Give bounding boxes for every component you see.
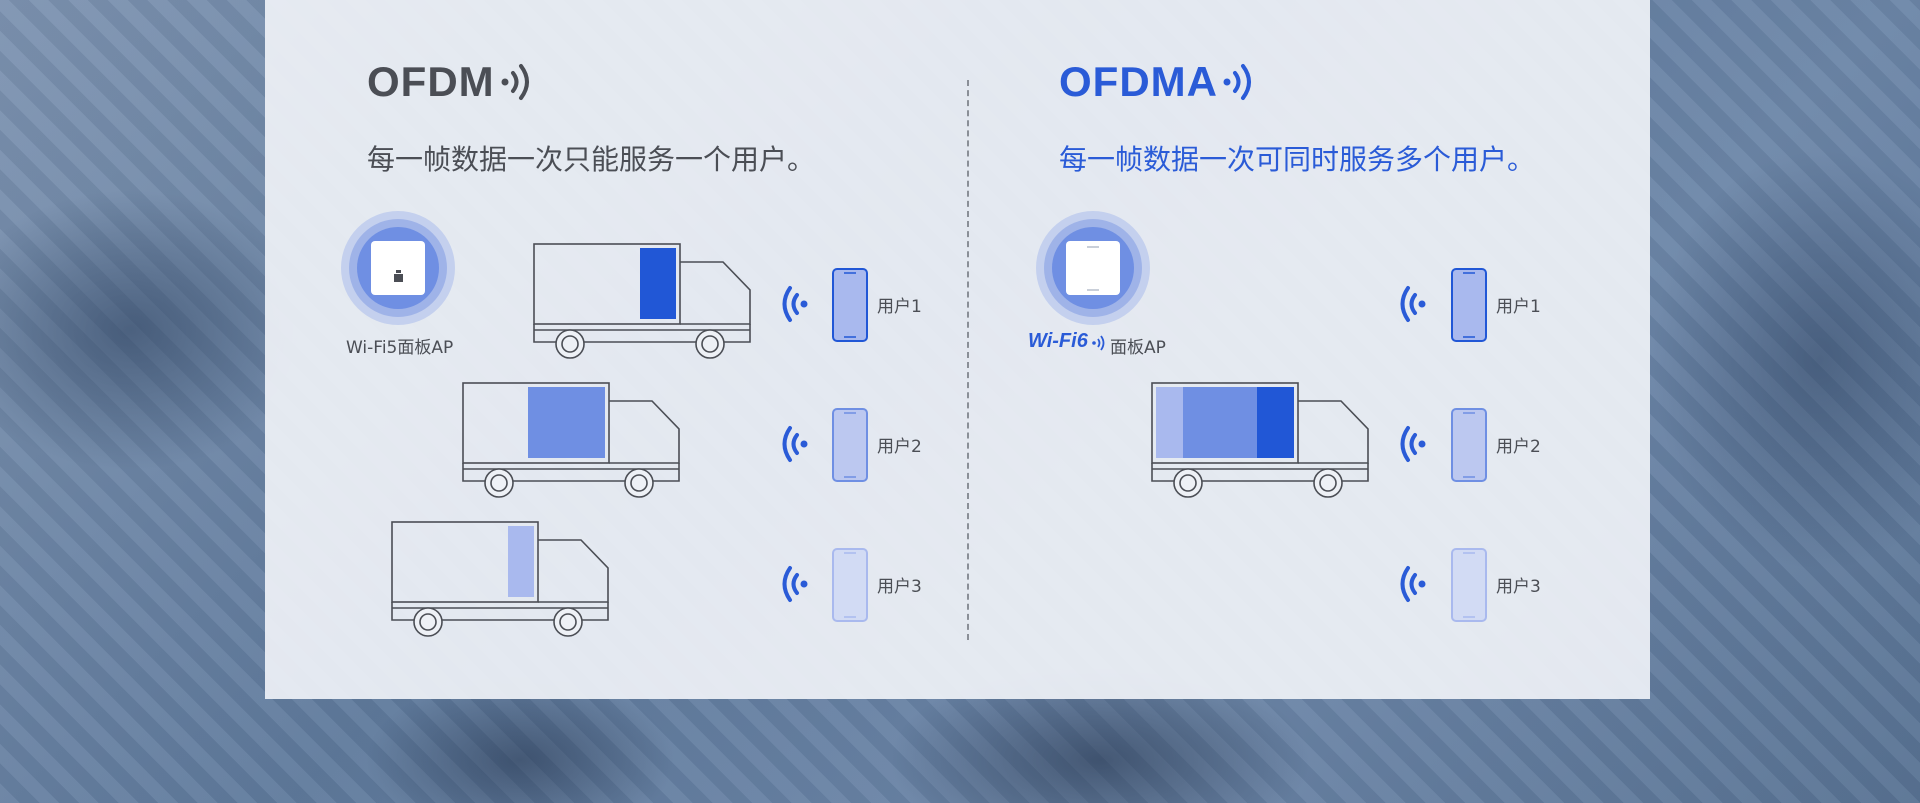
signal-icon-user1 xyxy=(1398,284,1428,324)
phone-icon-user2 xyxy=(1451,408,1487,482)
center-divider xyxy=(967,80,969,640)
signal-icon-user3 xyxy=(780,564,810,604)
wifi6-ap-label: 面板AP xyxy=(1110,333,1166,358)
wifi6-brand: Wi-Fi6 xyxy=(1028,330,1088,353)
user-label: 用户3 xyxy=(1496,572,1541,597)
signal-icon-user1 xyxy=(780,284,810,324)
signal-icon-user2 xyxy=(780,424,810,464)
ofdm-title: OFDM xyxy=(367,58,495,106)
signal-icon xyxy=(500,62,534,102)
phone-icon-user3 xyxy=(832,548,868,622)
user-label: 用户1 xyxy=(1496,292,1541,317)
phone-icon-user3 xyxy=(1451,548,1487,622)
phone-icon-user1 xyxy=(832,268,868,342)
truck-user1 xyxy=(533,242,753,360)
user-label: 用户3 xyxy=(877,572,922,597)
signal-icon-user3 xyxy=(1398,564,1428,604)
phone-icon-user1 xyxy=(1451,268,1487,342)
wifi5-ap-icon xyxy=(340,210,456,326)
phone-icon-user2 xyxy=(832,408,868,482)
signal-icon xyxy=(1222,62,1256,102)
truck-user3 xyxy=(391,520,611,638)
wifi5-ap-label: Wi-Fi5面板AP xyxy=(346,333,453,358)
truck-user2 xyxy=(462,381,682,499)
user-label: 用户1 xyxy=(877,292,922,317)
ofdma-subtitle: 每一帧数据一次可同时服务多个用户。 xyxy=(1059,138,1535,178)
user-label: 用户2 xyxy=(877,432,922,457)
user-label: 用户2 xyxy=(1496,432,1541,457)
ofdm-subtitle: 每一帧数据一次只能服务一个用户。 xyxy=(367,138,815,178)
signal-icon xyxy=(1092,335,1106,351)
ofdma-title: OFDMA xyxy=(1059,58,1218,106)
signal-icon-user2 xyxy=(1398,424,1428,464)
truck-multi-user xyxy=(1151,381,1371,499)
wifi6-ap-icon xyxy=(1035,210,1151,326)
